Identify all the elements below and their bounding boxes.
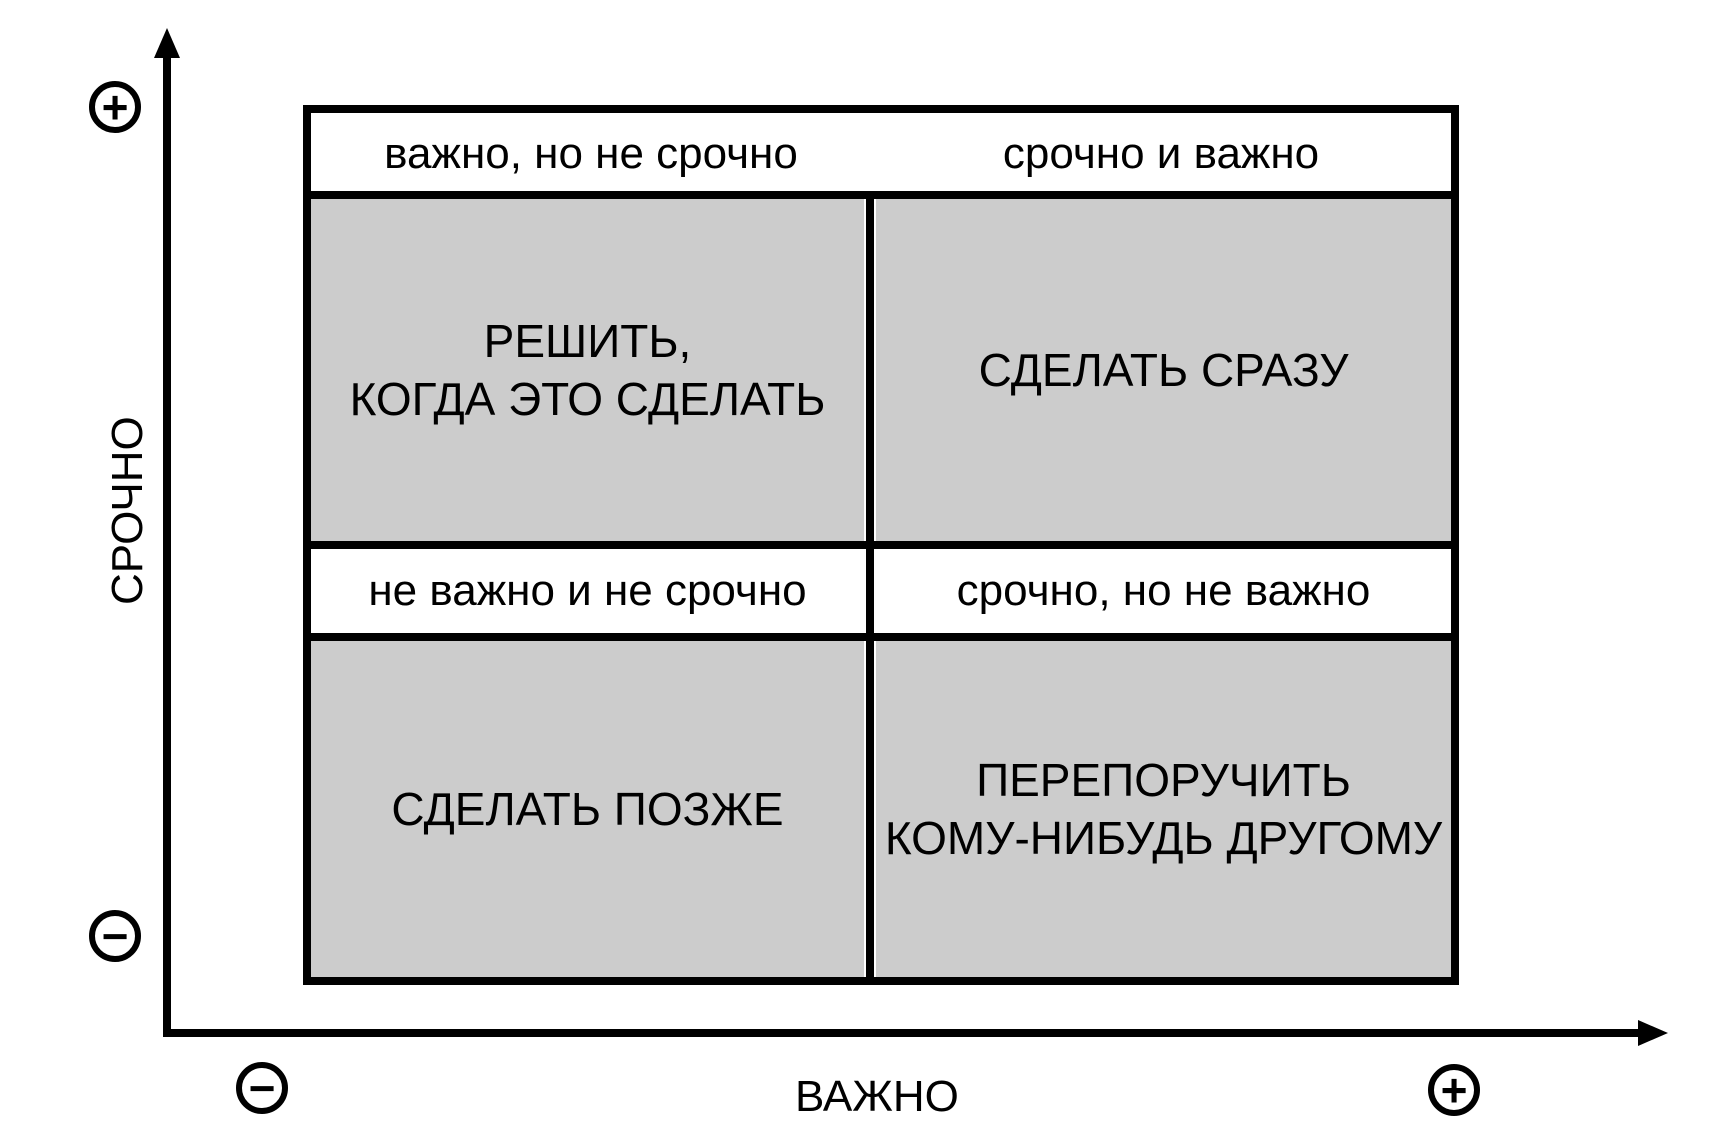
top-left-action-text: РЕШИТЬ, КОГДА ЭТО СДЕЛАТЬ: [349, 315, 826, 425]
x-axis-label-text: ВАЖНО: [795, 1072, 959, 1121]
bottom-left-action-text: СДЕЛАТЬ ПОЗЖЕ: [391, 783, 784, 835]
top-right-action-text: СДЕЛАТЬ СРАЗУ: [978, 344, 1349, 396]
top-right-header: срочно и важно: [871, 113, 1451, 195]
y-axis-arrow: [154, 28, 180, 58]
top-left-header: важно, но не срочно: [311, 113, 871, 195]
x-axis-plus-symbol: +: [1440, 1064, 1468, 1116]
y-axis-label-text: СРОЧНО: [103, 416, 152, 605]
top-right-header-text: срочно и важно: [1002, 129, 1320, 178]
bottom-right-action-text: ПЕРЕПОРУЧИТЬ КОМУ-НИБУДЬ ДРУГОМУ: [884, 754, 1443, 864]
x-axis-plus-icon: +: [1428, 1064, 1480, 1116]
bottom-left-header: не важно и не срочно: [311, 549, 864, 633]
x-axis-minus-icon: −: [236, 1062, 288, 1114]
y-axis-plus-icon: +: [89, 81, 141, 133]
bottom-left-quadrant: СДЕЛАТЬ ПОЗЖЕ: [311, 641, 864, 977]
y-axis-minus-symbol: −: [101, 910, 129, 962]
y-axis-plus-symbol: +: [101, 81, 129, 133]
x-axis-minus-symbol: −: [248, 1062, 276, 1114]
bottom-right-quadrant: ПЕРЕПОРУЧИТЬ КОМУ-НИБУДЬ ДРУГОМУ: [876, 641, 1451, 977]
y-axis-minus-icon: −: [89, 910, 141, 962]
top-left-header-text: важно, но не срочно: [384, 129, 798, 178]
y-axis-label: СРОЧНО: [103, 416, 153, 605]
x-axis-arrow: [1638, 1020, 1668, 1046]
top-right-quadrant: СДЕЛАТЬ СРАЗУ: [876, 199, 1451, 541]
bottom-right-header: срочно, но не важно: [876, 549, 1451, 633]
x-axis-label: ВАЖНО: [795, 1072, 959, 1122]
bottom-left-header-text: не важно и не срочно: [368, 566, 807, 615]
top-left-quadrant: РЕШИТЬ, КОГДА ЭТО СДЕЛАТЬ: [311, 199, 864, 541]
bottom-right-header-text: срочно, но не важно: [956, 566, 1371, 615]
